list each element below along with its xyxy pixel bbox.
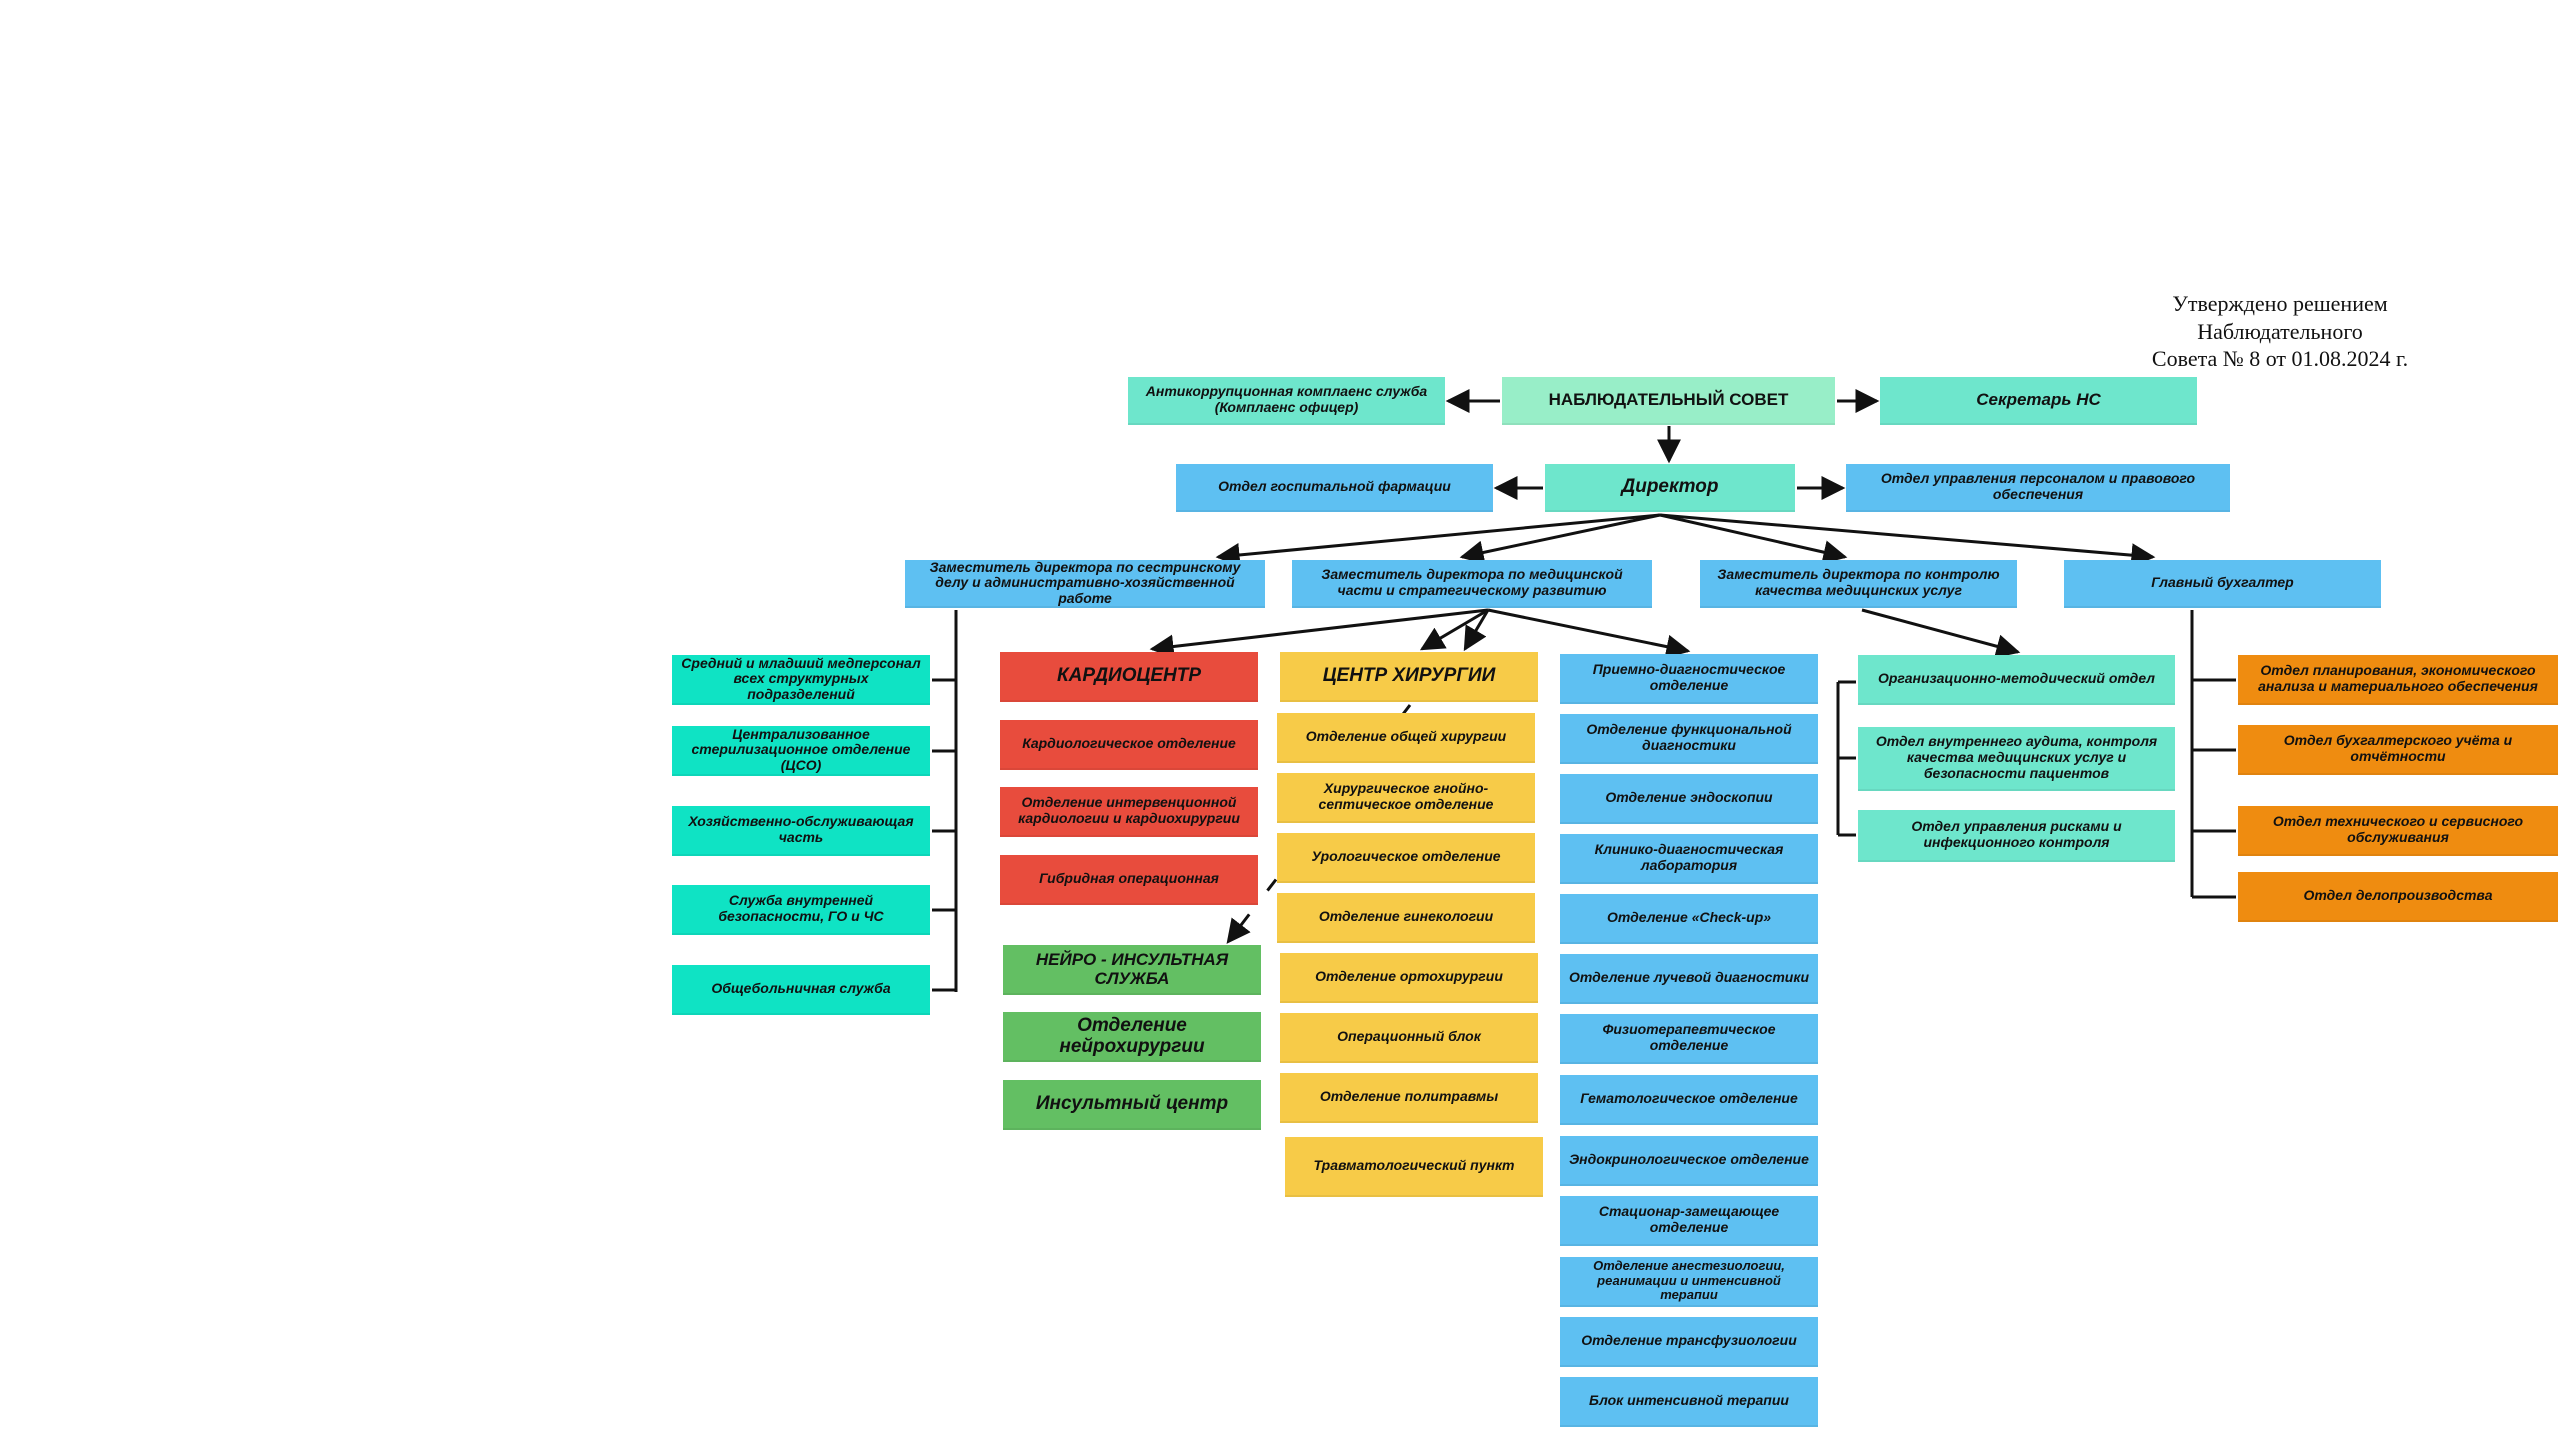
node-medical-unit: Гематологическое отделение bbox=[1560, 1075, 1818, 1125]
node-medical-unit: Клинико-диагностическая лаборатория bbox=[1560, 834, 1818, 884]
node-nursing-unit: Общебольничная служба bbox=[672, 965, 930, 1015]
node-quality-unit: Отдел внутреннего аудита, контроля качес… bbox=[1858, 727, 2175, 791]
arrow-director-deputy-quality bbox=[1659, 513, 1848, 564]
arrow-quality-orgmethod bbox=[1861, 608, 2021, 658]
node-accounting-unit: Отдел планирования, экономического анали… bbox=[2238, 655, 2558, 705]
arrow-director-deputy-medical bbox=[1459, 513, 1661, 565]
node-nursing-unit: Средний и младший медперсонал всех струк… bbox=[672, 655, 930, 705]
node-council: НАБЛЮДАТЕЛЬНЫЙ СОВЕТ bbox=[1502, 377, 1835, 425]
node-surgery-item: Отделение ортохирургии bbox=[1280, 953, 1538, 1003]
node-neuro-item: Отделение нейрохирургии bbox=[1003, 1012, 1261, 1062]
node-medical-unit: Приемно-диагностическое отделение bbox=[1560, 654, 1818, 704]
node-medical-unit: Физиотерапевтическое отделение bbox=[1560, 1014, 1818, 1064]
approval-line-1: Утверждено решением Наблюдательного bbox=[2172, 291, 2388, 344]
node-secretary: Секретарь НС bbox=[1880, 377, 2197, 425]
arrow-medical-units bbox=[1487, 608, 1691, 659]
node-medical-unit: Отделение анестезиологии, реанимации и и… bbox=[1560, 1257, 1818, 1307]
arrow-director-deputy-nursing bbox=[1215, 513, 1661, 567]
node-cardio-item: Гибридная операционная bbox=[1000, 855, 1258, 905]
node-medical-unit: Отделение эндоскопии bbox=[1560, 774, 1818, 824]
approval-note: Утверждено решением Наблюдательного Сове… bbox=[2130, 290, 2430, 373]
node-cardio-head: КАРДИОЦЕНТР bbox=[1000, 652, 1258, 702]
node-medical-unit: Отделение трансфузиологии bbox=[1560, 1317, 1818, 1367]
node-neuro-head: НЕЙРО - ИНСУЛЬТНАЯ СЛУЖБА bbox=[1003, 945, 1261, 995]
arrow-director-chief-accountant bbox=[1659, 513, 2156, 568]
node-medical-unit: Отделение функциональной диагностики bbox=[1560, 714, 1818, 764]
node-neuro-item: Инсультный центр bbox=[1003, 1080, 1261, 1130]
node-quality-unit: Организационно-методический отдел bbox=[1858, 655, 2175, 705]
node-medical-unit: Блок интенсивной терапии bbox=[1560, 1377, 1818, 1427]
node-chief-accountant: Главный бухгалтер bbox=[2064, 560, 2381, 608]
node-surgery-head: ЦЕНТР ХИРУРГИИ bbox=[1280, 652, 1538, 702]
node-deputy-medical: Заместитель директора по медицинской час… bbox=[1292, 560, 1652, 608]
node-surgery-item: Урологическое отделение bbox=[1277, 833, 1535, 883]
node-surgery-item: Отделение гинекологии bbox=[1277, 893, 1535, 943]
node-deputy-nursing: Заместитель директора по сестринскому де… bbox=[905, 559, 1265, 608]
node-surgery-item: Травматологический пункт bbox=[1285, 1137, 1543, 1197]
node-nursing-unit: Хозяйственно-обслуживающая часть bbox=[672, 806, 930, 856]
node-nursing-unit: Централизованное стерилизационное отделе… bbox=[672, 726, 930, 776]
node-accounting-unit: Отдел делопроизводства bbox=[2238, 872, 2558, 922]
node-medical-unit: Отделение «Check-up» bbox=[1560, 894, 1818, 944]
node-director: Директор bbox=[1545, 464, 1795, 512]
arrow-medical-surgery-2 bbox=[1463, 609, 1490, 652]
node-surgery-item: Хирургическое гнойно-септическое отделен… bbox=[1277, 773, 1535, 823]
node-medical-unit: Стационар-замещающее отделение bbox=[1560, 1196, 1818, 1246]
node-surgery-item: Отделение политравмы bbox=[1280, 1073, 1538, 1123]
arrow-medical-surgery bbox=[1419, 608, 1489, 651]
node-quality-unit: Отдел управления рисками и инфекционного… bbox=[1858, 810, 2175, 862]
node-accounting-unit: Отдел технического и сервисного обслужив… bbox=[2238, 806, 2558, 856]
node-cardio-item: Отделение интервенционной кардиологии и … bbox=[1000, 787, 1258, 837]
arrow-medical-cardio bbox=[1149, 608, 1489, 659]
node-surgery-item: Операционный блок bbox=[1280, 1013, 1538, 1063]
node-cardio-item: Кардиологическое отделение bbox=[1000, 720, 1258, 770]
node-medical-unit: Отделение лучевой диагностики bbox=[1560, 954, 1818, 1004]
node-hr: Отдел управления персоналом и правового … bbox=[1846, 464, 2230, 512]
node-nursing-unit: Служба внутренней безопасности, ГО и ЧС bbox=[672, 885, 930, 935]
node-pharmacy: Отдел госпитальной фармации bbox=[1176, 464, 1493, 512]
node-deputy-quality: Заместитель директора по контролю качест… bbox=[1700, 560, 2017, 608]
node-surgery-item: Отделение общей хирургии bbox=[1277, 713, 1535, 763]
node-anticorruption: Антикоррупционная комплаенс служба (Комп… bbox=[1128, 377, 1445, 425]
node-medical-unit: Эндокринологическое отделение bbox=[1560, 1136, 1818, 1186]
approval-line-2: Совета № 8 от 01.08.2024 г. bbox=[2151, 346, 2409, 371]
node-accounting-unit: Отдел бухгалтерского учёта и отчётности bbox=[2238, 725, 2558, 775]
